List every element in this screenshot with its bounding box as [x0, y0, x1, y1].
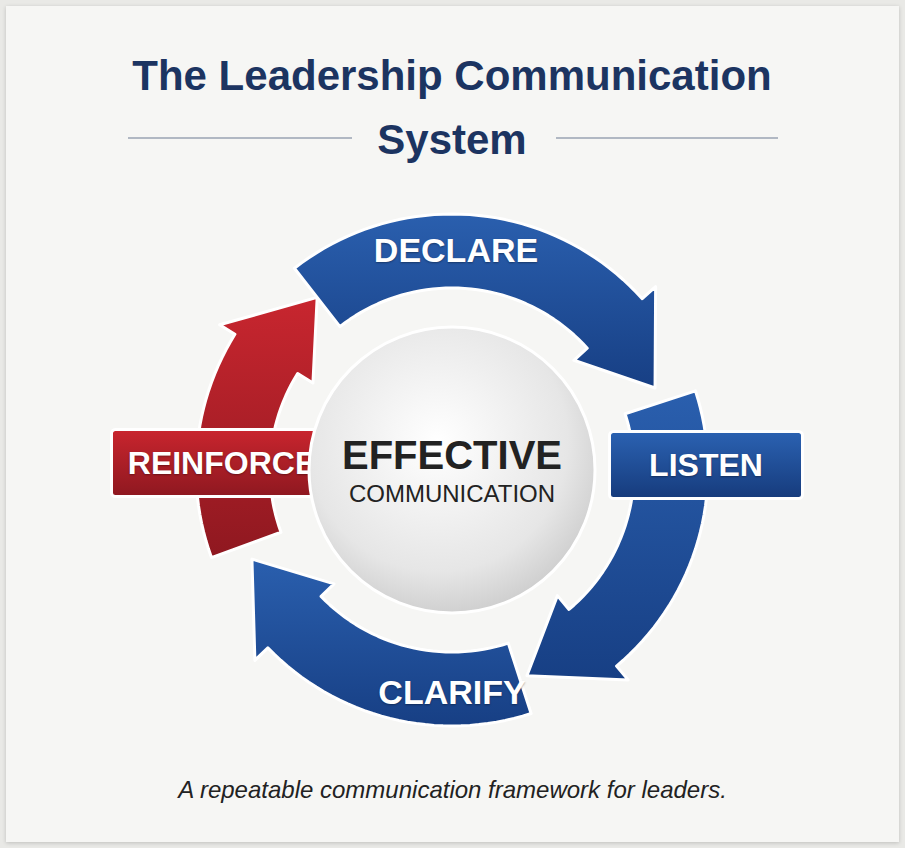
title-rule: [556, 137, 778, 139]
center-heading: EFFECTIVE: [342, 431, 562, 479]
label-box: REINFORCE: [110, 428, 334, 498]
title-rule: [128, 137, 352, 139]
circle-outline: [309, 327, 595, 613]
center-subheading: COMMUNICATION: [349, 479, 555, 509]
diagram-title: The Leadership Communication System: [52, 44, 852, 172]
stage-label: REINFORCE: [128, 443, 316, 483]
stage-label: LISTEN: [649, 445, 763, 485]
box-outline: [111, 430, 332, 497]
arrow-band: DECLARE: [364, 226, 548, 274]
center-circle: EFFECTIVECOMMUNICATION: [307, 325, 597, 615]
cycle-arrow: [196, 297, 317, 557]
stage-label: DECLARE: [374, 230, 538, 270]
diagram-caption: A repeatable communication framework for…: [0, 776, 905, 804]
arrow-band: CLARIFY: [368, 668, 535, 716]
stage-label: CLARIFY: [378, 672, 525, 712]
label-box: LISTEN: [608, 430, 804, 500]
box-outline: [610, 432, 803, 499]
